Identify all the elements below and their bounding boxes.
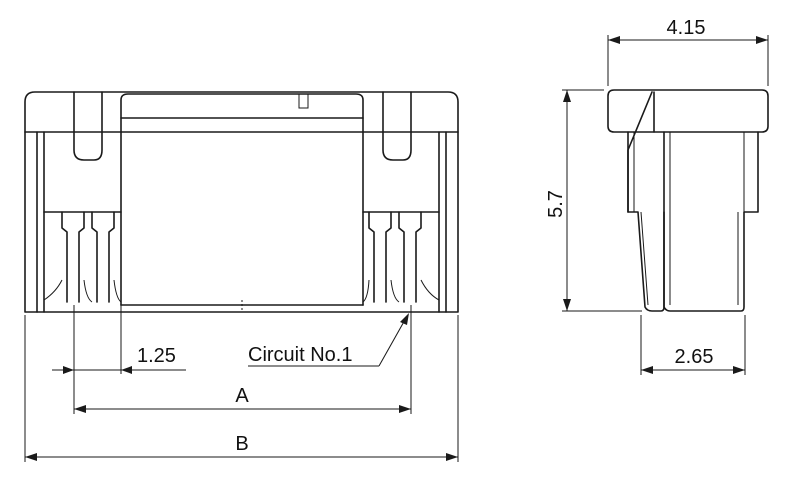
dimension-a: A (74, 385, 411, 413)
dimension-a-label: A (235, 385, 249, 407)
side-extension-lines (562, 35, 769, 375)
side-height-label: 5.7 (545, 190, 567, 218)
circuit-no1-label: Circuit No.1 (248, 344, 352, 366)
side-bottom-dimension: 2.65 (641, 346, 745, 374)
dimension-b-label: B (235, 433, 248, 455)
side-width-label: 4.15 (667, 17, 706, 39)
dimension-b: B (25, 433, 458, 461)
side-width-dimension: 4.15 (608, 17, 768, 44)
front-extension-lines (24, 305, 459, 462)
pitch-label: 1.25 (137, 345, 176, 367)
pitch-dimension: 1.25 (52, 345, 186, 374)
circuit-leader: Circuit No.1 (248, 313, 409, 367)
side-bottom-label: 2.65 (675, 346, 714, 368)
front-view (24, 91, 459, 313)
side-view (607, 89, 769, 312)
side-height-dimension: 5.7 (545, 90, 571, 311)
